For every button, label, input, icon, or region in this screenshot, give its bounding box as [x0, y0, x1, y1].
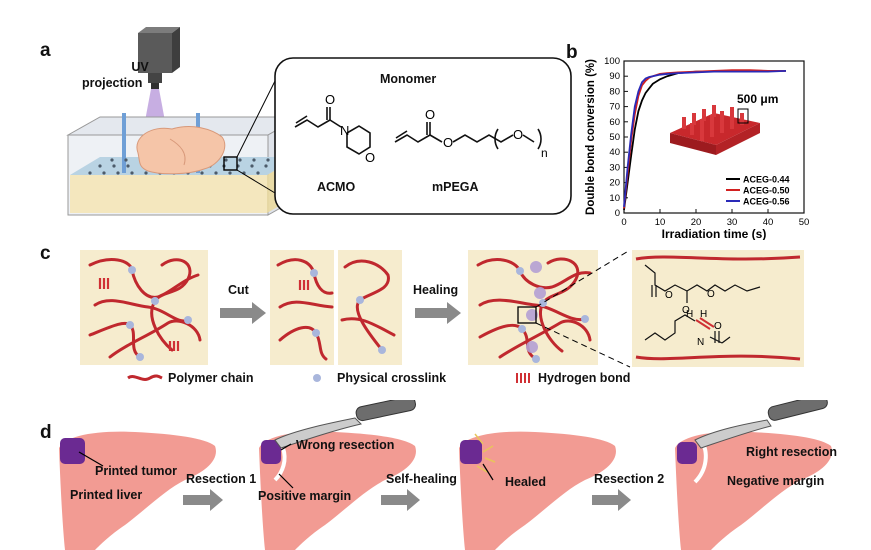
chem-o4: O: [714, 321, 722, 332]
resection2-label: Resection 2: [594, 472, 665, 486]
x-axis-label: Irradiation time (s): [662, 227, 767, 240]
y-tick-label-0: 0: [615, 208, 620, 219]
printed-liver-model: [136, 126, 226, 175]
mpega-repeat-n: n: [541, 146, 548, 160]
conversion-chart: 0 10 20 30 40 50 0 10 20 30 40 50 60 70 80 90 100Irradia…: [585, 56, 810, 240]
panel-letter-a: a: [40, 40, 51, 61]
cut-label: Cut: [228, 283, 249, 297]
self-healing-arrow: [381, 489, 420, 511]
hbond-zoom-box: [632, 250, 804, 367]
legend-hbond-swatch: [516, 373, 530, 383]
resection2-arrow: [592, 489, 631, 511]
tumor-2: [261, 440, 281, 464]
legend-label-2: ACEG-0.56: [743, 197, 790, 207]
liver-3: [459, 431, 616, 550]
inset-scale-label: 500 μm: [737, 92, 778, 106]
projection-label: projection: [82, 76, 143, 90]
legend-label-1: ACEG-0.50: [743, 186, 790, 196]
liver-1: [59, 431, 216, 550]
monomer-box: [274, 57, 572, 215]
panel-letter-c: c: [40, 243, 51, 264]
tumor-3: [460, 440, 482, 464]
resection1-label: Resection 1: [186, 472, 257, 486]
chem-n: N: [697, 337, 704, 348]
x-tick-label-1: 10: [655, 217, 666, 228]
x-tick-label-5: 50: [799, 217, 810, 228]
y-tick-label-4: 40: [609, 147, 620, 158]
mpega-structure: [394, 122, 542, 150]
chem-h2: H: [700, 309, 707, 320]
cut-arrow: [220, 302, 266, 324]
series-line-2: [623, 69, 787, 208]
panel-a-figure: O N O O O O n: [66, 27, 572, 216]
x-tick-label-3: 30: [727, 217, 738, 228]
healing-arrow: [415, 302, 461, 324]
panel-letter-b: b: [566, 42, 578, 63]
y-tick-label-6: 60: [609, 117, 620, 128]
y-tick-label-8: 80: [609, 86, 620, 97]
uv-projector-icon: [138, 27, 180, 89]
y-tick-label-10: 100: [604, 56, 620, 67]
y-tick-label-2: 20: [609, 178, 620, 189]
acmo-nitrogen: N: [340, 123, 349, 138]
mpega-ester-oxygen: O: [443, 135, 453, 150]
x-tick-label-0: 0: [621, 217, 626, 228]
legend-crosslink-swatch: [313, 374, 321, 382]
chem-o3: O: [707, 289, 715, 300]
panel-c-figure: O O O H H O N: [80, 249, 804, 383]
right-resection-label: Right resection: [746, 445, 837, 459]
zoom-box: [223, 156, 238, 171]
y-tick-label-5: 50: [609, 132, 620, 143]
acmo-structure: [294, 107, 371, 155]
monomer-title: Monomer: [380, 72, 437, 86]
healed-label: Healed: [505, 475, 546, 489]
resection1-arrow: [183, 489, 223, 511]
chem-o2: O: [682, 305, 690, 316]
wrong-resection-label: Wrong resection: [296, 438, 395, 452]
positive-margin-label: Positive margin: [258, 489, 352, 503]
x-tick-label-4: 40: [763, 217, 774, 228]
legend-crosslink-label: Physical crosslink: [337, 371, 447, 385]
healed-seam: [474, 433, 496, 473]
y-tick-label-7: 70: [609, 102, 620, 113]
legend-hbond-label: Hydrogen bond: [538, 371, 631, 385]
x-tick-label-2: 20: [691, 217, 702, 228]
scalpel-1-icon: [274, 400, 416, 449]
acmo-ring-oxygen: O: [365, 150, 375, 165]
liver-4: [675, 431, 832, 550]
healing-label: Healing: [413, 283, 459, 297]
y-tick-label-1: 10: [609, 193, 620, 204]
chem-o1: O: [665, 290, 673, 301]
printed-array-inset: [670, 105, 760, 155]
chem-h1: H: [686, 309, 693, 320]
y-axis-label: Double bond conversion (%): [585, 59, 597, 215]
panel-letter-d: d: [40, 422, 52, 443]
uv-label: UV: [131, 60, 149, 74]
scalpel-2-icon: [694, 400, 828, 449]
liver-2: [259, 431, 416, 550]
y-tick-label-9: 90: [609, 71, 620, 82]
panel-d-figure: [59, 400, 832, 550]
network-box-cut-right: [338, 250, 402, 365]
printed-liver-label: Printed liver: [70, 488, 143, 502]
acmo-oxygen: O: [325, 92, 335, 107]
printed-tumor-label: Printed tumor: [95, 464, 177, 478]
legend-label-0: ACEG-0.44: [743, 175, 790, 185]
legend-polymer-swatch: [127, 374, 163, 381]
healed-zoom-box: [517, 306, 537, 324]
mpega-carbonyl-oxygen: O: [425, 107, 435, 122]
mpega-ether-oxygen: O: [513, 127, 523, 142]
negative-margin-label: Negative margin: [727, 474, 825, 488]
acmo-label: ACMO: [317, 180, 356, 194]
y-tick-label-3: 30: [609, 162, 620, 173]
tumor-4: [677, 442, 697, 464]
legend-polymer-label: Polymer chain: [168, 371, 254, 385]
tumor-1: [60, 438, 85, 464]
self-healing-label: Self-healing: [386, 472, 457, 486]
mpega-label: mPEGA: [432, 180, 479, 194]
